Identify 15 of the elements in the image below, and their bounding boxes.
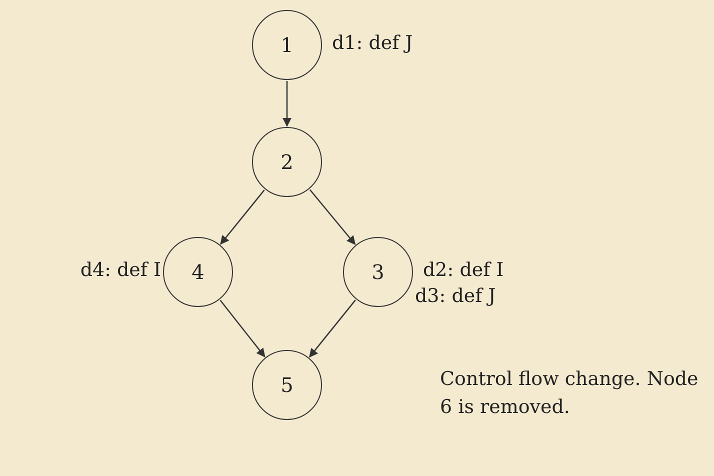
caption: Control flow change. Node 6 is removed. xyxy=(440,367,700,420)
definition-label: d3: def J xyxy=(415,284,496,309)
arrow xyxy=(220,300,266,358)
definition-label: d4: def I xyxy=(80,258,161,283)
node-label: 5 xyxy=(280,372,294,399)
arrow xyxy=(309,189,356,245)
node-label: 4 xyxy=(192,259,204,286)
node-label: 2 xyxy=(280,149,294,176)
definition-label: d1: def J xyxy=(332,31,413,56)
arrow xyxy=(220,190,265,245)
arrow xyxy=(309,300,356,358)
node-label: 1 xyxy=(280,32,294,59)
node-label: 3 xyxy=(372,259,384,286)
definition-label: d2: def I xyxy=(423,258,504,283)
arrow xyxy=(282,81,292,127)
